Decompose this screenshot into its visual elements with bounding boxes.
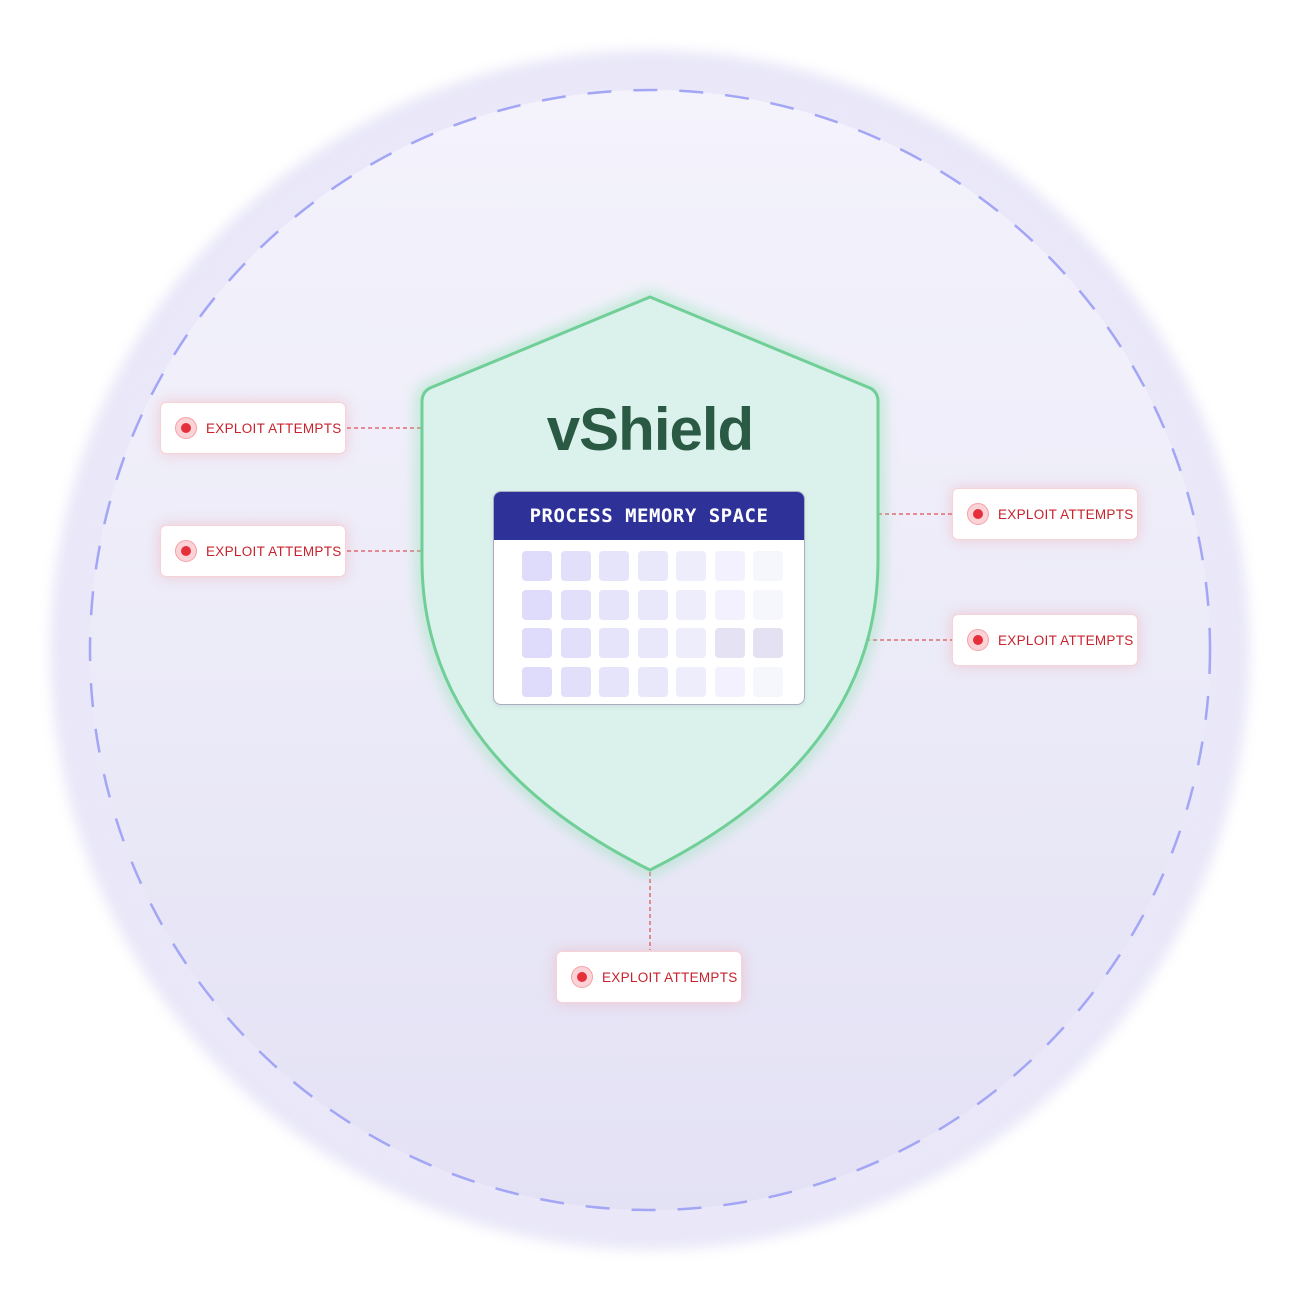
exploit-attempt-badge: EXPLOIT ATTEMPTS [952, 614, 1138, 666]
alert-icon [571, 966, 593, 988]
process-memory-panel: PROCESS MEMORY SPACE [493, 491, 805, 705]
exploit-attempt-label: EXPLOIT ATTEMPTS [998, 632, 1134, 648]
memory-block [522, 666, 552, 697]
memory-block [753, 551, 783, 581]
exploit-attempt-label: EXPLOIT ATTEMPTS [998, 506, 1134, 522]
memory-block [560, 551, 591, 581]
memory-block [637, 628, 668, 658]
memory-block [599, 628, 629, 658]
memory-block [637, 666, 668, 697]
exploit-attempt-label: EXPLOIT ATTEMPTS [206, 543, 342, 559]
exploit-attempt-badge: EXPLOIT ATTEMPTS [160, 525, 346, 577]
process-memory-header: PROCESS MEMORY SPACE [494, 492, 804, 540]
memory-block [714, 666, 745, 697]
memory-block [522, 628, 552, 658]
memory-block [560, 589, 591, 620]
shield-title: vShield [546, 396, 754, 463]
memory-block [676, 666, 706, 697]
alert-icon [967, 629, 989, 651]
memory-block [714, 589, 745, 620]
memory-block [714, 551, 745, 581]
memory-block [599, 589, 629, 620]
exploit-attempt-label: EXPLOIT ATTEMPTS [206, 420, 342, 436]
memory-block [753, 666, 783, 697]
memory-block-grid [522, 551, 783, 697]
memory-block [522, 589, 552, 620]
memory-block [637, 589, 668, 620]
memory-block [676, 551, 706, 581]
alert-icon [175, 417, 197, 439]
memory-block [599, 666, 629, 697]
memory-block [637, 551, 668, 581]
memory-block [560, 666, 591, 697]
memory-block [714, 628, 745, 658]
alert-icon [175, 540, 197, 562]
memory-block [676, 589, 706, 620]
exploit-attempt-badge: EXPLOIT ATTEMPTS [556, 951, 742, 1003]
memory-block [599, 551, 629, 581]
orbit-dashed-boundary [88, 88, 1212, 1212]
exploit-attempt-label: EXPLOIT ATTEMPTS [602, 969, 738, 985]
memory-block [522, 551, 552, 581]
exploit-attempt-badge: EXPLOIT ATTEMPTS [160, 402, 346, 454]
memory-block [753, 589, 783, 620]
memory-block [560, 628, 591, 658]
exploit-attempt-badge: EXPLOIT ATTEMPTS [952, 488, 1138, 540]
memory-block [753, 628, 783, 658]
memory-block [676, 628, 706, 658]
alert-icon [967, 503, 989, 525]
